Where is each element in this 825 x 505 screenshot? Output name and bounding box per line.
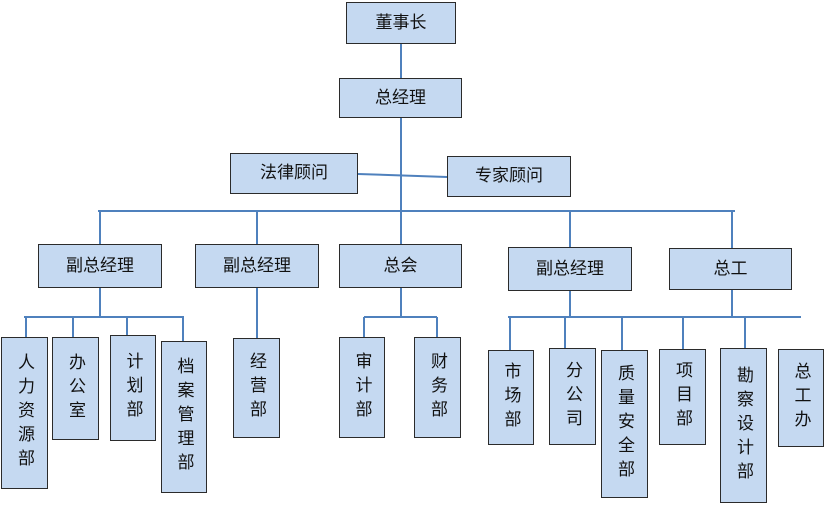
- connector-advisor-link: [357, 173, 448, 178]
- chief-engineer-box: 总工: [669, 248, 792, 290]
- dept-planning: 计划部: [110, 335, 156, 441]
- dept-survey-design: 勘察设计部: [720, 348, 767, 503]
- dept-human-resources: 人力资源部: [1, 337, 48, 489]
- vice-general-manager-1-box: 副总经理: [38, 244, 162, 288]
- dept-finance: 财务部: [414, 337, 461, 438]
- vice-general-manager-2-box: 副总经理: [195, 244, 319, 288]
- general-manager-box: 总经理: [339, 78, 462, 118]
- dept-archives-management: 档案管理部: [161, 341, 207, 493]
- chief-accountant-box: 总会: [339, 244, 462, 288]
- dept-projects: 项目部: [659, 349, 706, 445]
- dept-quality-safety: 质量安全部: [601, 350, 648, 498]
- dept-chief-engineer-office: 总工办: [778, 349, 824, 447]
- dept-office: 办公室: [52, 337, 99, 440]
- dept-branch-company: 分公司: [549, 348, 596, 445]
- vice-general-manager-3-box: 副总经理: [508, 247, 632, 291]
- dept-marketing: 市场部: [488, 350, 534, 445]
- chairman-box: 董事长: [346, 2, 456, 44]
- legal-advisor-box: 法律顾问: [230, 153, 358, 194]
- expert-advisor-box: 专家顾问: [447, 156, 571, 197]
- dept-audit: 审计部: [339, 337, 385, 438]
- dept-business-operations: 经营部: [233, 338, 280, 438]
